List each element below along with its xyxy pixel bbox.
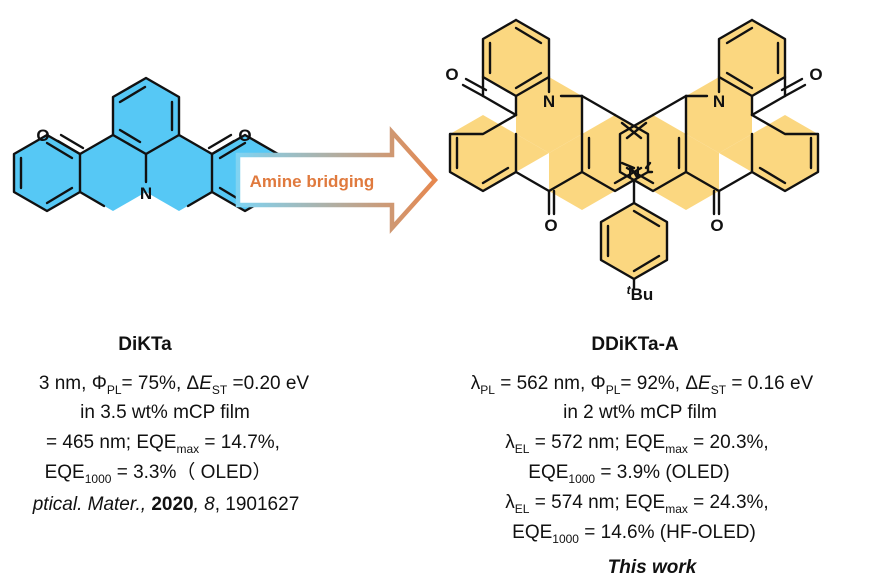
ddikta-nitrogen-left: N [543, 92, 555, 111]
ddikta-el2-lambda: λ [505, 492, 515, 513]
arrow-shape [235, 126, 439, 234]
ddikta-el2-max: max [665, 502, 688, 516]
ddikta-eqe2-value: = 14.6% (HF-OLED) [579, 522, 756, 543]
ddikta-el1-lambda: λ [505, 432, 515, 453]
ddikta-est-e: E [698, 373, 711, 394]
dikta-el-sub: max [176, 442, 199, 456]
dikta-pl-line: 3 nm, ΦPL= 75%, ΔEST =0.20 eV [39, 373, 310, 397]
ddikta-pl-lambda: λ [471, 373, 481, 394]
dikta-structure: O O N [12, 76, 280, 213]
ddikta-el2-line: λEL = 574 nm; EQEmax = 24.3%, [505, 492, 768, 516]
dikta-ref-article: , 1901627 [215, 494, 300, 515]
ddikta-film-line: in 2 wt% mCP film [563, 402, 717, 423]
dikta-nitrogen: N [140, 184, 152, 203]
ddikta-est-sub: ST [711, 383, 727, 397]
ddikta-oxygen-bottom-left: O [544, 216, 557, 235]
amine-bridging-arrow: Amine bridging [235, 126, 439, 234]
dikta-el-value: = 14.7%, [199, 432, 280, 453]
ddikta-el1-eqe: = 20.3%, [688, 432, 769, 453]
ddikta-eqe1-sub: 1000 [568, 472, 595, 486]
ddikta-phi-value: = 92%, Δ [620, 373, 698, 394]
ddikta-phi-sub: PL [606, 383, 621, 397]
ddikta-oxygen-top-left: O [445, 65, 458, 84]
ddikta-eqe1-line: EQE1000 = 3.9% (OLED) [528, 462, 729, 486]
tert-butyl-label: tBu [627, 283, 654, 304]
ddikta-pl-line: λPL = 562 nm, ΦPL= 92%, ΔEST = 0.16 eV [471, 373, 814, 397]
dikta-name: DiKTa [118, 334, 172, 355]
ddikta-nitrogen-bridge: N [628, 163, 640, 182]
ddikta-el2-value: = 574 nm; EQE [529, 492, 665, 513]
ddikta-el2-sub: EL [515, 502, 530, 516]
dikta-eqe-text: EQE [45, 462, 85, 483]
dikta-est-e: E [199, 373, 212, 394]
ddikta-eqe1-text: EQE [528, 462, 568, 483]
dikta-oxygen-right: O [238, 126, 251, 145]
dikta-est-sub: ST [212, 383, 228, 397]
ddikta-est-value: = 0.16 eV [726, 373, 813, 394]
dikta-ref-volume: , 8 [194, 494, 216, 515]
dikta-ref-journal: ptical. Mater., [32, 494, 146, 515]
ddikta-el1-value: = 572 nm; EQE [529, 432, 665, 453]
ddikta-oxygen-top-right: O [809, 65, 822, 84]
dikta-reference: ptical. Mater., 2020, 8, 1901627 [32, 494, 300, 515]
ddikta-pl-value: = 562 nm, Φ [495, 373, 606, 394]
ddikta-eqe2-line: EQE1000 = 14.6% (HF-OLED) [512, 522, 756, 546]
dikta-eqe-sub: 1000 [85, 472, 112, 486]
ddikta-fill [450, 20, 818, 279]
ddikta-a-structure: O O N N O O N tBu [445, 18, 823, 304]
dikta-oxygen-left: O [36, 126, 49, 145]
dikta-pl-sub: PL [107, 383, 122, 397]
ddikta-nitrogen-right: N [713, 92, 725, 111]
dikta-pl-text: 3 nm, Φ [39, 373, 107, 394]
ddikta-el1-line: λEL = 572 nm; EQEmax = 20.3%, [505, 432, 768, 456]
this-work-label: This work [608, 557, 698, 578]
tert-butyl-prefix: t [627, 283, 632, 297]
ddikta-name: DDiKTa-A [591, 334, 679, 355]
dikta-ref-year: 2020 [146, 494, 194, 515]
dikta-bonds [12, 76, 280, 213]
ddikta-el1-sub: EL [515, 442, 530, 456]
ddikta-eqe2-text: EQE [512, 522, 552, 543]
dikta-el-text: = 465 nm; EQE [46, 432, 176, 453]
ddikta-bonds [448, 18, 820, 290]
arrow-label: Amine bridging [250, 172, 375, 191]
ddikta-el2-eqe: = 24.3%, [688, 492, 769, 513]
ddikta-eqe1-value: = 3.9% (OLED) [595, 462, 730, 483]
ddikta-caption: DDiKTa-A λPL = 562 nm, ΦPL= 92%, ΔEST = … [471, 334, 814, 578]
tert-butyl-group: Bu [631, 285, 654, 304]
dikta-eqe-value: = 3.3%（ OLED） [111, 461, 271, 483]
dikta-film-line: in 3.5 wt% mCP film [80, 402, 250, 423]
dikta-pl-text2: = 75%, Δ [122, 373, 200, 394]
ddikta-oxygen-bottom-right: O [710, 216, 723, 235]
ddikta-pl-sub: PL [480, 383, 495, 397]
dikta-caption: DiKTa 3 nm, ΦPL= 75%, ΔEST =0.20 eV in 3… [32, 334, 310, 515]
dikta-est-value: =0.20 eV [227, 373, 309, 394]
ddikta-eqe2-sub: 1000 [552, 532, 579, 546]
dikta-el-line: = 465 nm; EQEmax = 14.7%, [46, 432, 280, 456]
ddikta-el1-max: max [665, 442, 688, 456]
dikta-eqe-line: EQE1000 = 3.3%（ OLED） [45, 461, 272, 486]
